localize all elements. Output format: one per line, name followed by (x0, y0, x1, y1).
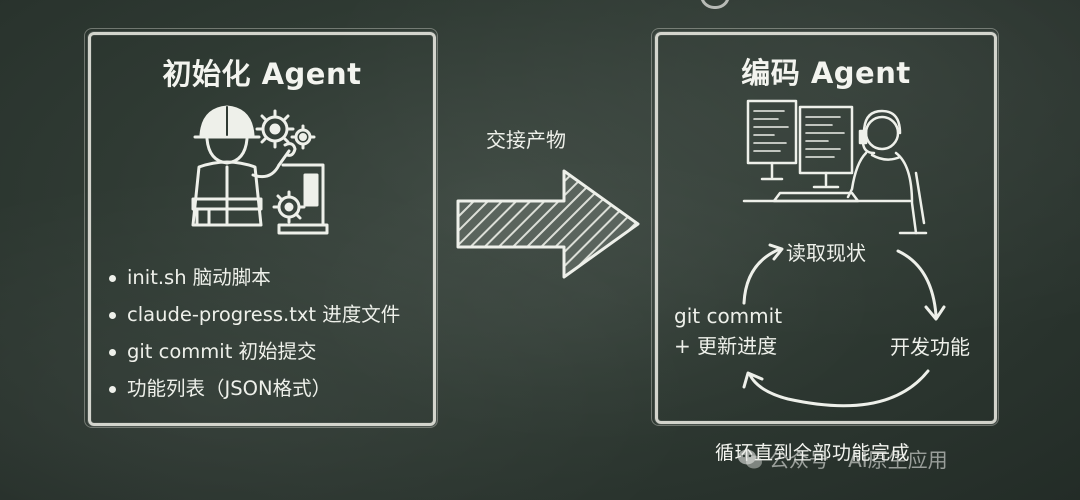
init-artifact-list: init.sh 脑动脚本 claude-progress.txt 进度文件 gi… (107, 259, 400, 407)
coding-agent-panel: 编码 Agent 读取现状 开发功能 git commit (651, 28, 999, 426)
init-agent-panel: 初始化 Agent (84, 28, 438, 428)
list-item: git commit 初始提交 (107, 333, 400, 370)
chalk-smudge (700, 0, 730, 9)
coding-agent-title: 编码 Agent (741, 56, 911, 90)
developer-computer-icon (742, 99, 928, 235)
watermark: 公众号 · AI原生应用 (737, 444, 948, 473)
cycle-step-commit: git commit + 更新进度 (674, 301, 782, 361)
handoff-label: 交接产物 (486, 128, 566, 152)
watermark-text: 公众号 · AI原生应用 (769, 448, 948, 472)
wechat-icon (738, 449, 762, 468)
cycle-arrows-icon (742, 243, 946, 408)
cycle-step-read: 读取现状 (786, 241, 866, 265)
list-item: 功能列表（JSON格式） (107, 370, 400, 407)
cycle-step-develop: 开发功能 (890, 335, 970, 359)
right-arrow-icon (456, 169, 640, 279)
loop-caption: 循环直到全部功能完成 (715, 442, 911, 464)
list-item: init.sh 脑动脚本 (107, 259, 400, 296)
commit-line-1: git commit (674, 304, 783, 328)
worker-gears-icon (191, 105, 329, 235)
list-item: claude-progress.txt 进度文件 (107, 296, 400, 333)
commit-line-2: + 更新进度 (674, 334, 778, 358)
init-agent-title: 初始化 Agent (162, 57, 362, 91)
